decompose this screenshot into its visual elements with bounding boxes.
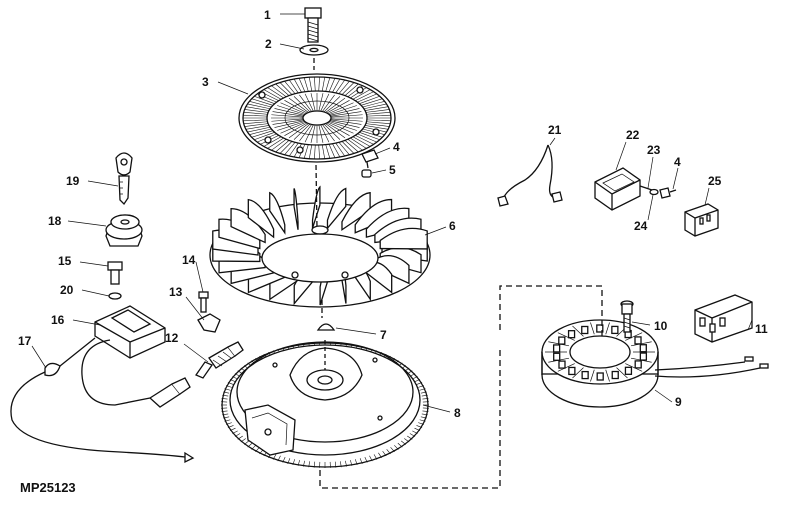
part-5-nut xyxy=(362,170,371,177)
callout-18: 18 xyxy=(48,214,62,228)
callout-4b: 4 xyxy=(674,155,681,169)
part-19-key xyxy=(116,153,132,204)
part-23-lead xyxy=(640,186,652,190)
callout-5: 5 xyxy=(389,163,396,177)
callout-14: 14 xyxy=(182,253,196,267)
callout-20: 20 xyxy=(60,283,74,297)
part-3-screen xyxy=(239,74,395,162)
callout-2: 2 xyxy=(265,37,272,51)
callout-17: 17 xyxy=(18,334,32,348)
callout-9: 9 xyxy=(675,395,682,409)
part-7-key xyxy=(318,324,334,330)
part-11-connector xyxy=(695,295,752,342)
diagram-code: MP25123 xyxy=(20,480,76,495)
part-8-flywheel xyxy=(221,340,429,468)
callout-7: 7 xyxy=(380,328,387,342)
callout-23: 23 xyxy=(647,143,661,157)
callout-8: 8 xyxy=(454,406,461,420)
callout-16: 16 xyxy=(51,313,65,327)
part-24-washer xyxy=(650,190,658,195)
part-4-bolt xyxy=(362,150,378,168)
part-21-wire xyxy=(498,145,562,206)
callout-19: 19 xyxy=(66,174,80,188)
callout-15: 15 xyxy=(58,254,72,268)
callout-6: 6 xyxy=(449,219,456,233)
callout-25: 25 xyxy=(708,174,722,188)
part-15-bolt xyxy=(108,262,122,284)
callout-4: 4 xyxy=(393,140,400,154)
callout-13: 13 xyxy=(169,285,183,299)
part-12-spark-plug xyxy=(196,342,243,378)
part-1-bolt xyxy=(305,8,321,42)
part-18-knob xyxy=(106,215,142,246)
part-20-washer xyxy=(109,293,121,299)
callout-12: 12 xyxy=(165,331,179,345)
callout-1: 1 xyxy=(264,8,271,22)
part-16-ignition-module xyxy=(82,306,190,407)
part-4b-bolt xyxy=(660,188,676,198)
callout-10: 10 xyxy=(654,319,668,333)
callout-24: 24 xyxy=(634,219,648,233)
callout-11: 11 xyxy=(755,322,768,336)
part-22-regulator xyxy=(595,168,640,210)
callout-21: 21 xyxy=(548,123,562,137)
part-2-washer xyxy=(300,45,328,55)
part-6-fan xyxy=(210,187,430,307)
callout-3: 3 xyxy=(202,75,209,89)
part-25-plug xyxy=(685,204,718,236)
part-14-screw xyxy=(199,292,208,312)
callout-22: 22 xyxy=(626,128,640,142)
